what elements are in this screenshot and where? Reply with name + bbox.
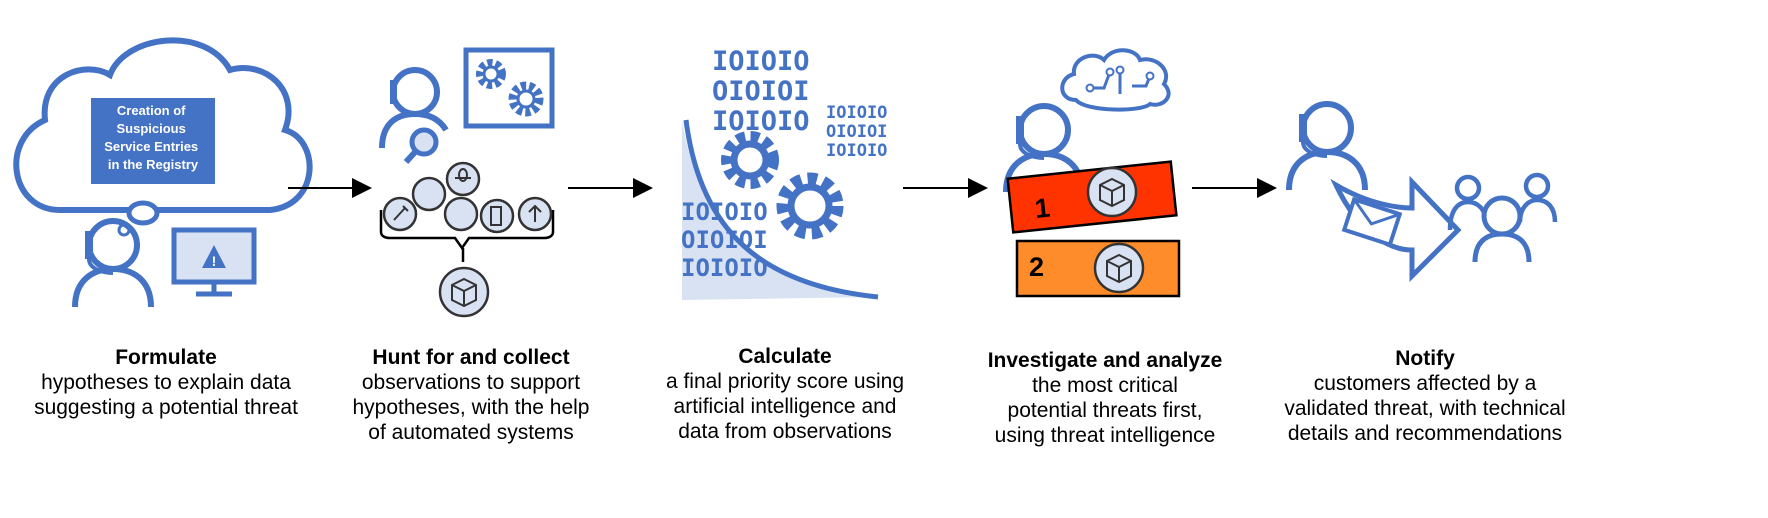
step-desc-line: customers affected by a — [1313, 372, 1537, 395]
monitor-alert-icon: ! — [171, 227, 257, 297]
caption-calculate: Calculate a final priority score using a… — [635, 344, 935, 444]
binary-line: IOIOIO — [712, 106, 810, 137]
automation-gears-panel — [463, 47, 555, 129]
step-desc-line: suggesting a potential threat — [34, 396, 298, 419]
svg-text:Creation of Suspicious: Creation of Suspicious Service Entries i… — [104, 103, 202, 172]
rank-2-label: 2 — [1029, 252, 1044, 282]
step-desc-line: hypotheses to explain data — [41, 371, 291, 394]
binary-line: IOIOIO — [681, 254, 768, 282]
analyst-icon — [75, 221, 151, 307]
binary-line: IOIOIO — [826, 103, 887, 123]
mail-icon — [1341, 196, 1403, 248]
step-hunt-illustration — [379, 47, 555, 318]
step-investigate-illustration: 1 2 — [1006, 48, 1181, 298]
analyst-icon — [1289, 104, 1365, 190]
step-desc-line: potential threats first, — [1007, 399, 1203, 422]
step-desc-line: details and recommendations — [1287, 422, 1563, 445]
binary-line: OIOIOI — [712, 76, 810, 107]
gear-icon — [776, 172, 844, 240]
caption-formulate: Formulate hypotheses to explain data sug… — [16, 345, 316, 420]
binary-line: OIOIOI — [826, 122, 887, 142]
step-desc-line: validated threat, with technical — [1284, 397, 1566, 420]
cloud-bug-icon — [411, 176, 447, 212]
step-title: Hunt for and collect — [372, 346, 570, 369]
step-desc-line: of automated systems — [368, 421, 574, 444]
binary-line: IOIOIO — [826, 141, 887, 161]
step-desc-line: hypotheses, with the help — [352, 396, 590, 419]
step-desc-line: the most critical — [1032, 374, 1178, 397]
step-title: Investigate and analyze — [987, 349, 1223, 372]
binary-block-top: IOIOIO OIOIOI IOIOIO — [712, 46, 826, 137]
binary-line: IOIOIO — [712, 46, 810, 77]
collection-tools-icons — [379, 161, 555, 262]
step-formulate-illustration: Creation of Suspicious Service Entries i… — [13, 37, 313, 307]
callout-line-3: Service Entries — [104, 139, 198, 154]
step-desc-line: observations to support — [361, 371, 581, 394]
step-desc-line: artificial intelligence and — [673, 395, 897, 418]
evidence-box-icon — [438, 266, 490, 318]
score-curve-area — [682, 120, 878, 300]
door-icon — [479, 198, 515, 234]
cloud-shape — [13, 37, 313, 213]
binary-block-left: IOIOIO OIOIOI IOIOIO — [681, 198, 782, 282]
caption-investigate: Investigate and analyze the most critica… — [955, 348, 1255, 448]
step-desc-line: using threat intelligence — [994, 424, 1216, 447]
step-desc-line: data from observations — [678, 420, 892, 443]
step-title: Formulate — [115, 346, 217, 369]
caption-notify: Notify customers affected by a validated… — [1275, 346, 1575, 446]
binary-block-right: IOIOIO OIOIOI IOIOIO — [826, 103, 898, 161]
customers-group-icon — [1447, 172, 1558, 263]
step-notify-illustration — [1289, 104, 1558, 283]
analyst-magnifier-icon — [379, 67, 449, 165]
callout-line-2: Suspicious — [117, 121, 186, 136]
callout-line-4: in the Registry — [108, 157, 199, 172]
shield-icon — [443, 196, 479, 232]
binary-line: OIOIOI — [681, 226, 768, 254]
callout-line-1: Creation of — [117, 103, 186, 118]
rank-1-label: 1 — [1033, 193, 1051, 224]
svg-text:!: ! — [212, 253, 217, 269]
step-title: Calculate — [738, 345, 832, 368]
step-calculate-illustration: IOIOIO OIOIOI IOIOIO IOIOIO OIOIOI IOIOI… — [681, 46, 898, 300]
threat-box-icon — [1086, 166, 1138, 218]
hypothesis-callout-box — [91, 98, 215, 184]
gear-icon — [721, 131, 779, 189]
threat-box-icon — [1093, 242, 1145, 294]
caption-hunt: Hunt for and collect observations to sup… — [321, 345, 621, 445]
binary-line: IOIOIO — [681, 198, 768, 226]
step-desc-line: a final priority score using — [665, 370, 905, 393]
ai-brain-icon — [1060, 48, 1171, 112]
step-title: Notify — [1395, 347, 1455, 370]
